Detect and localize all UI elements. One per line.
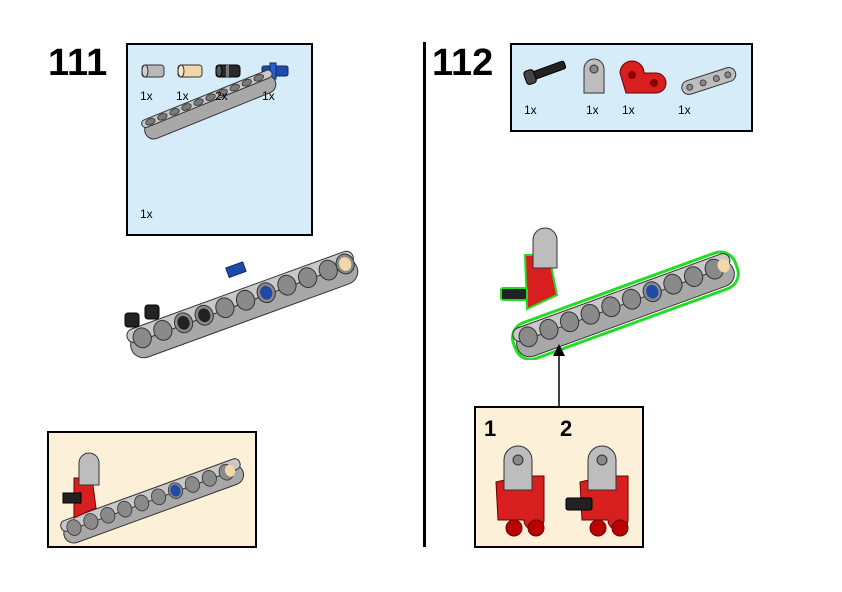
qty-black-pin: 2x [215, 89, 228, 103]
step-divider [423, 42, 426, 547]
parts-list-112-graphics [523, 58, 737, 95]
qty-tan-pin: 1x [176, 89, 189, 103]
callout-112-graphics [495, 445, 629, 537]
parts-list-112: 1x 1x 1x 1x [510, 43, 753, 132]
parts-list-111-graphics [141, 62, 289, 140]
qty-gray-connector: 1x [586, 103, 599, 117]
substep-1-label: 1 [484, 416, 497, 441]
gray-pin-part [141, 64, 165, 78]
qty-gray-pin: 1x [140, 89, 153, 103]
qty-blue-pin: 1x [262, 89, 275, 103]
black-axle-part [523, 60, 567, 85]
callout-arrow [553, 344, 565, 408]
qty-thin-beam: 1x [678, 103, 691, 117]
qty-beam: 1x [140, 207, 153, 221]
gray-thin-beam-part [681, 67, 737, 95]
model-111 [124, 250, 359, 359]
red-connector-part [619, 60, 667, 94]
gray-beam-11-part [141, 69, 277, 140]
callout-111-model [60, 452, 245, 544]
gray-connector-part [583, 58, 605, 94]
step-number-111: 111 [48, 42, 108, 84]
black-pin-part [215, 64, 241, 78]
substep-1-assembly [495, 445, 545, 537]
qty-red-connector: 1x [622, 103, 635, 117]
model-112 [500, 227, 740, 360]
callout-112: 1 2 [474, 406, 644, 548]
step-number-112: 112 [432, 42, 494, 84]
callout-111 [47, 431, 257, 548]
substep-2-label: 2 [560, 416, 573, 441]
qty-black-axle: 1x [524, 103, 537, 117]
substep-2-assembly [565, 445, 629, 537]
parts-list-111: 1x 1x 2x 1x 1x [126, 43, 313, 236]
tan-axle-pin-part [177, 64, 203, 78]
